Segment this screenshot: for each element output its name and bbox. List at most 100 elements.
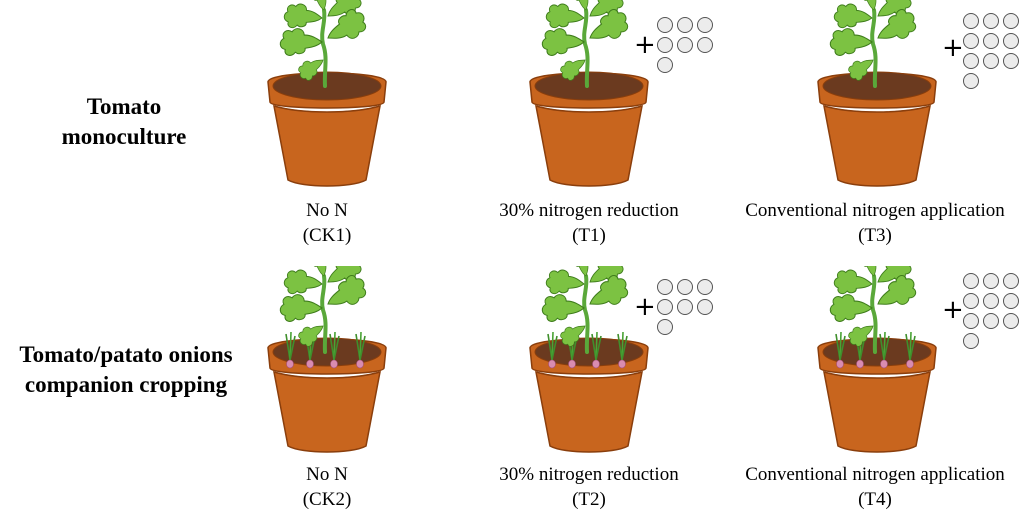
pot-body <box>823 104 931 187</box>
tomato-leaf <box>829 28 873 56</box>
fertilizer-pellet-icon <box>983 313 999 329</box>
fertilizer-pellet-icon <box>983 33 999 49</box>
fertilizer-pellet-icon <box>657 37 673 53</box>
fertilizer-pellet-icon <box>677 37 693 53</box>
tomato-leaf <box>298 59 324 81</box>
caption-t2: 30% nitrogen reduction (T2) <box>439 462 739 512</box>
caption-ck2-label: No N <box>306 464 348 485</box>
tomato-stem <box>582 8 590 88</box>
tomato-leaf <box>283 269 323 295</box>
pot-rim-shadow <box>535 105 643 113</box>
caption-t4-code: (T4) <box>858 489 892 510</box>
tomato-leaf <box>829 294 873 322</box>
fertilizer-pellet-icon <box>963 73 979 89</box>
onion-bulb <box>306 359 314 369</box>
onion-leaf <box>835 333 841 361</box>
onion-bulb <box>548 359 556 369</box>
onion-leaf <box>333 335 340 361</box>
pot-ck1 <box>267 0 387 187</box>
tomato-leaf <box>545 269 585 295</box>
tomato-leaf <box>309 0 329 11</box>
fertilizer-pellet-icon <box>963 53 979 69</box>
fertilizer-pellet-icon <box>697 299 713 315</box>
pot-t2 <box>529 266 649 453</box>
onion-bulb <box>286 359 294 369</box>
onion-icon <box>617 331 628 369</box>
onion-bulb <box>568 359 576 369</box>
row-label-monoculture-line1: Tomato <box>86 94 162 119</box>
fertilizer-pellet-icon <box>983 293 999 309</box>
onion-bulb <box>356 359 364 369</box>
caption-ck1: No N (CK1) <box>177 198 477 248</box>
caption-t1: 30% nitrogen reduction (T1) <box>439 198 739 248</box>
onion-bulb <box>906 359 914 369</box>
tomato-leaf <box>545 3 585 29</box>
tomato-leaf <box>327 274 367 305</box>
pot-t1 <box>529 0 649 187</box>
tomato-leaf <box>859 266 879 277</box>
tomato-plant-icon <box>541 0 629 88</box>
fertilizer-pellet-icon <box>983 273 999 289</box>
caption-t3-label: Conventional nitrogen application <box>745 200 1005 221</box>
caption-t3: Conventional nitrogen application (T3) <box>725 198 1024 248</box>
onion-icon <box>329 331 340 369</box>
onion-leaf <box>909 335 916 361</box>
tomato-leaf <box>877 274 917 305</box>
onion-leaf <box>329 333 335 361</box>
onion-bulb <box>836 359 844 369</box>
tomato-leaf <box>309 266 329 277</box>
row-label-companion: Tomato/patato onions companion cropping <box>0 340 252 400</box>
tomato-leaf <box>833 3 873 29</box>
fertilizer-pellet-icon <box>657 57 673 73</box>
caption-ck2: No N (CK2) <box>177 462 477 512</box>
pot-rim-shadow <box>273 371 381 379</box>
fertilizer-pellet-icon <box>1003 33 1019 49</box>
onion-leaf <box>359 335 366 361</box>
tomato-stem <box>320 274 328 354</box>
fertilizer-pellets-t1 <box>657 17 713 73</box>
onion-leaf <box>591 333 597 361</box>
tomato-leaf <box>859 0 879 11</box>
row-label-companion-line2: companion cropping <box>24 372 228 397</box>
caption-t1-label: 30% nitrogen reduction <box>499 200 679 221</box>
fertilizer-pellet-icon <box>1003 313 1019 329</box>
fertilizer-pellets-t4 <box>963 273 1019 349</box>
fertilizer-pellet-icon <box>963 273 979 289</box>
pot-rim-shadow <box>823 105 931 113</box>
pot-body <box>273 104 381 187</box>
tomato-leaf <box>541 294 585 322</box>
fertilizer-pellet-icon <box>983 53 999 69</box>
tomato-leaf <box>279 28 323 56</box>
onion-leaf <box>905 333 911 361</box>
onion-icon <box>835 331 846 369</box>
fertilizer-pellet-icon <box>657 319 673 335</box>
onion-leaf <box>547 333 553 361</box>
onion-leaf <box>883 335 890 361</box>
pot-body <box>823 370 931 453</box>
fertilizer-pellets-t2 <box>657 279 713 335</box>
pot-t3 <box>817 0 937 187</box>
tomato-plant-icon <box>541 266 629 354</box>
tomato-plant-icon <box>829 266 917 354</box>
tomato-leaf <box>877 8 917 39</box>
tomato-leaf <box>541 28 585 56</box>
fertilizer-pellet-icon <box>677 279 693 295</box>
row-label-companion-line1: Tomato/patato onions <box>19 342 233 367</box>
tomato-leaf <box>560 325 586 347</box>
tomato-leaf <box>560 59 586 81</box>
onion-leaf <box>617 333 623 361</box>
tomato-leaf <box>327 8 367 39</box>
plus-sign-t4: + <box>942 295 964 325</box>
plus-sign-t2: + <box>634 292 656 322</box>
fertilizer-pellet-icon <box>983 13 999 29</box>
tomato-plant-icon <box>279 266 367 354</box>
plus-sign-t1: + <box>634 30 656 60</box>
row-label-monoculture-line2: monoculture <box>61 124 187 149</box>
fertilizer-pellet-icon <box>657 17 673 33</box>
onion-leaf <box>551 335 558 361</box>
fertilizer-pellet-icon <box>697 279 713 295</box>
onion-bulb <box>856 359 864 369</box>
tomato-leaf <box>298 325 324 347</box>
fertilizer-pellet-icon <box>963 13 979 29</box>
fertilizer-pellet-icon <box>963 313 979 329</box>
